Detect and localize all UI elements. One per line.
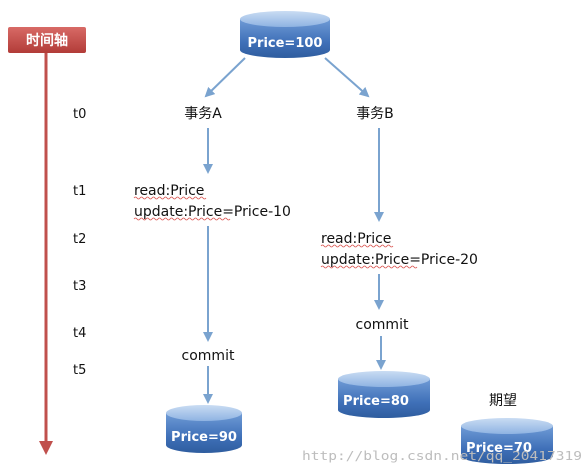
db-top-cylinder: Price=100 xyxy=(240,11,330,58)
txA-commit: commit xyxy=(182,348,235,364)
txA-name: 事务A xyxy=(184,106,222,122)
timeline-title-box xyxy=(8,27,86,53)
txB-result-label: Price=80 xyxy=(343,394,409,409)
txB-read-squiggle xyxy=(320,244,394,248)
tick-t0: t0 xyxy=(73,107,86,122)
txB-result-cylinder: Price=80 xyxy=(338,371,430,418)
txB-update: update:Price=Price-20 xyxy=(321,252,478,268)
db-top-label: Price=100 xyxy=(248,36,323,51)
txA-update-squiggle xyxy=(133,217,231,221)
expected-result-label: Price=70 xyxy=(466,441,532,456)
txB-update-squiggle xyxy=(320,265,418,269)
tick-t2: t2 xyxy=(73,232,86,247)
transaction-a: 事务A read:Price update:Price=Price-10 com… xyxy=(133,106,291,453)
expected-result: 期望 Price=70 xyxy=(461,393,553,464)
arrow-db-to-txB xyxy=(324,57,370,98)
expected-result-cylinder: Price=70 xyxy=(461,418,553,464)
txB-read: read:Price xyxy=(321,231,391,247)
expected-label: 期望 xyxy=(489,393,517,409)
txA-read: read:Price xyxy=(134,183,204,199)
transaction-b: 事务B read:Price update:Price=Price-20 com… xyxy=(320,106,478,418)
tick-t3: t3 xyxy=(73,279,86,294)
txA-result-label: Price=90 xyxy=(171,430,237,445)
timeline: 时间轴 t0 t1 t2 t3 t4 t5 xyxy=(8,27,86,455)
txA-read-squiggle xyxy=(133,196,207,200)
watermark: http://blog.csdn.net/qq_20417319 xyxy=(302,449,582,463)
arrow-db-to-txA xyxy=(204,57,246,98)
tick-t5: t5 xyxy=(73,363,86,378)
tick-t4: t4 xyxy=(73,326,86,341)
txB-name: 事务B xyxy=(356,106,394,122)
txA-update: update:Price=Price-10 xyxy=(134,204,291,220)
tick-t1: t1 xyxy=(73,184,86,199)
timeline-title: 时间轴 xyxy=(26,32,68,49)
txA-result-cylinder: Price=90 xyxy=(166,405,242,453)
txB-commit: commit xyxy=(356,317,409,333)
